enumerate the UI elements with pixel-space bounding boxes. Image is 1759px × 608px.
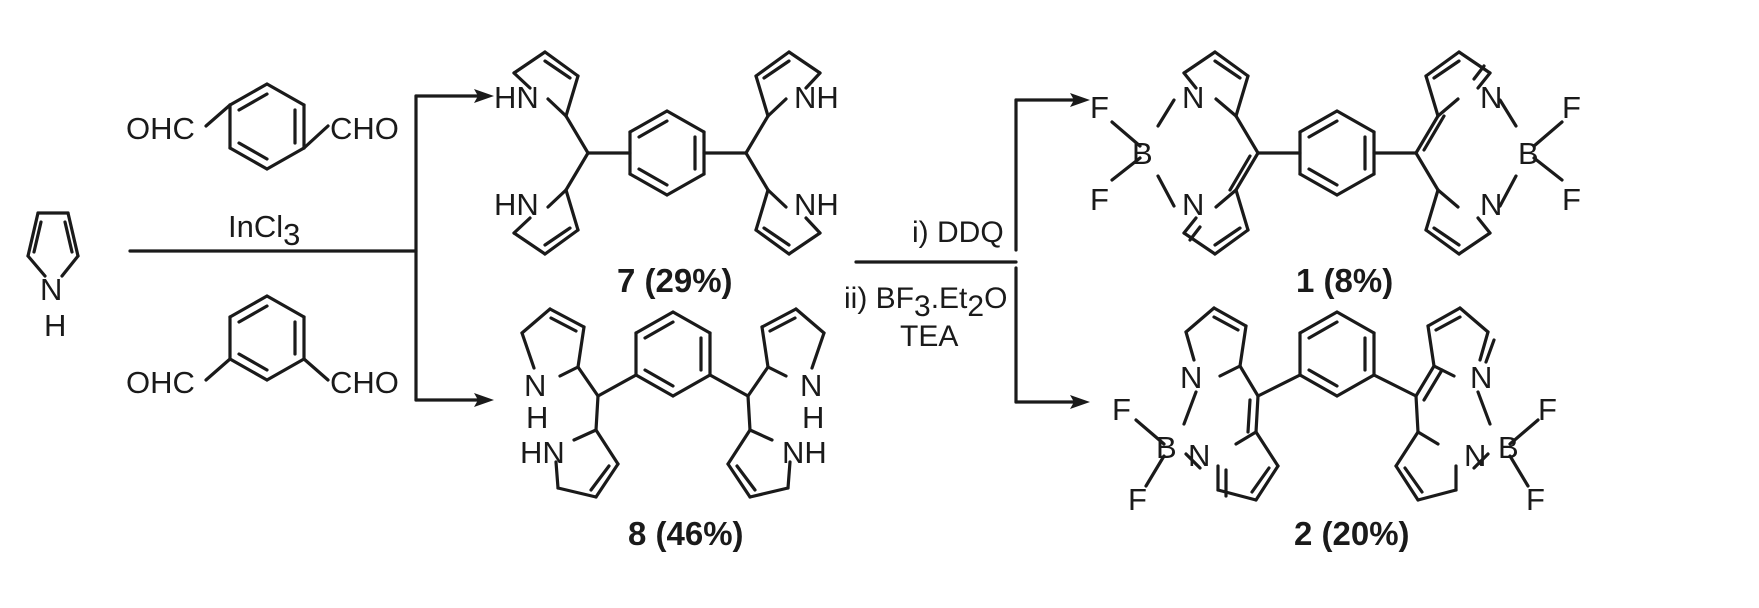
compound-2-label: 2 (20%)	[1294, 515, 1410, 552]
c7-nh-top: NH	[794, 80, 839, 115]
meta-ohc-label: OHC	[126, 365, 195, 400]
c1-b-right: B	[1518, 136, 1539, 171]
step2-arrows: i) DDQ ii) BF3.Et2O TEA	[844, 93, 1090, 409]
c2-n-right-top: N	[1470, 360, 1492, 395]
c8-hn-lower-left: HN	[520, 435, 565, 470]
step2-bf3: ii) BF3.Et2O	[844, 282, 1007, 323]
c1-n-left-bottom: N	[1182, 187, 1204, 222]
c2-f-left-1: F	[1112, 392, 1131, 427]
c1-f-right-1: F	[1562, 90, 1581, 125]
c1-n-left-top: N	[1182, 80, 1204, 115]
c1-n-right-bottom: N	[1480, 187, 1502, 222]
c2-b-right: B	[1498, 430, 1519, 465]
step1-reagent: InCl3	[228, 209, 300, 252]
compound-2-structure: N N B F F N N B F F 2 (20%)	[1112, 306, 1557, 552]
c7-hn-top: HN	[494, 80, 539, 115]
c1-f-left-1: F	[1090, 90, 1109, 125]
c7-nh-bottom: NH	[794, 187, 839, 222]
c1-b-left: B	[1132, 136, 1153, 171]
compound-1-structure: N N B F F N N B F F 1 (8%)	[1090, 50, 1581, 299]
c2-f-right-2: F	[1526, 482, 1545, 517]
compound-8-label: 8 (46%)	[628, 515, 744, 552]
compound-7-label: 7 (29%)	[617, 262, 733, 299]
step2-tea: TEA	[900, 320, 958, 353]
meta-cho-label: CHO	[330, 365, 399, 400]
c8-h-upper-right: H	[802, 400, 824, 435]
pyrrole-h-label: H	[44, 308, 66, 343]
c2-n-right-bottom: N	[1464, 438, 1486, 473]
c8-n-upper-left: N	[524, 368, 546, 403]
c8-h-upper-left: H	[526, 400, 548, 435]
c2-f-left-2: F	[1128, 482, 1147, 517]
c2-n-left-top: N	[1180, 360, 1202, 395]
c7-hn-bottom: HN	[494, 187, 539, 222]
compound-7-structure: HN HN NH NH 7 (29%)	[494, 50, 839, 299]
pyrrole-n-label: N	[40, 272, 62, 307]
c1-f-right-2: F	[1562, 182, 1581, 217]
compound-8-structure: N H HN N H NH 8 (46%)	[520, 307, 827, 552]
c2-f-right-1: F	[1538, 392, 1557, 427]
c8-nh-lower-right: NH	[782, 435, 827, 470]
para-cho-label: CHO	[330, 111, 399, 146]
c1-f-left-2: F	[1090, 182, 1109, 217]
compound-1-label: 1 (8%)	[1296, 262, 1393, 299]
c1-n-right-top: N	[1480, 80, 1502, 115]
isophthalaldehyde-structure: OHC CHO	[126, 294, 399, 400]
c2-b-left: B	[1156, 430, 1177, 465]
c8-n-upper-right: N	[800, 368, 822, 403]
terephthalaldehyde-structure: OHC CHO	[126, 82, 399, 171]
step1-arrows: InCl3	[128, 89, 494, 407]
para-ohc-label: OHC	[126, 111, 195, 146]
pyrrole-structure: N H	[26, 211, 80, 343]
c2-n-left-bottom: N	[1188, 438, 1210, 473]
step2-ddq: i) DDQ	[912, 216, 1004, 249]
